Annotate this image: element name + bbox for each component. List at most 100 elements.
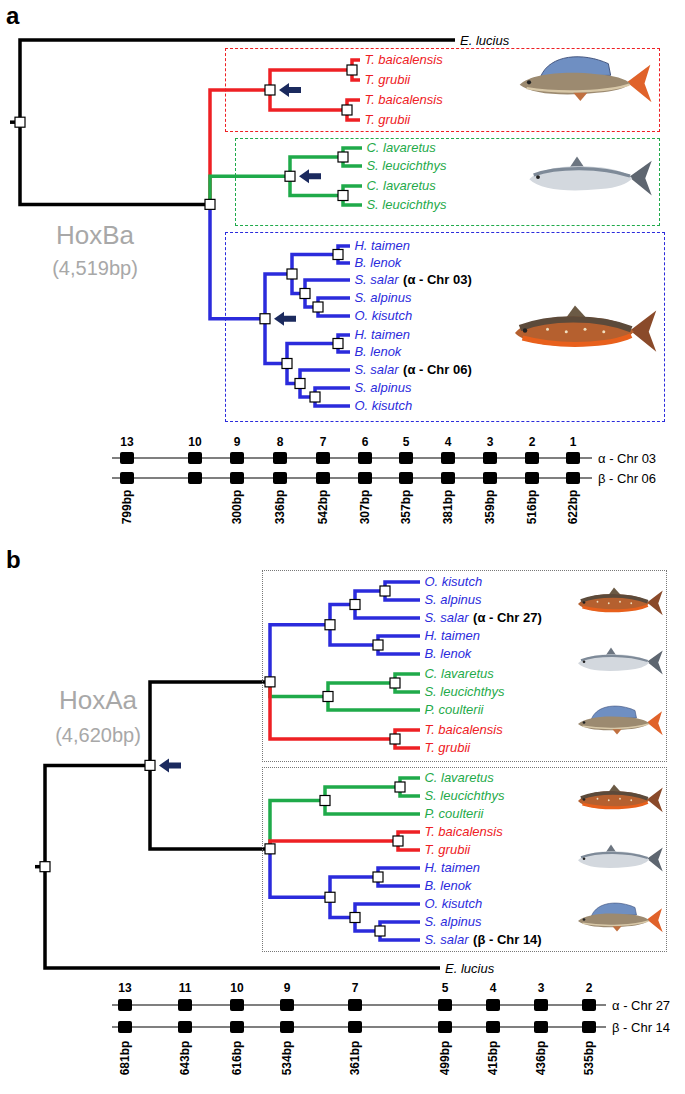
chromosome-label: (α - Chr 03) bbox=[403, 272, 472, 287]
node-square bbox=[145, 760, 155, 770]
gene-box bbox=[118, 999, 132, 1011]
tree-branch bbox=[150, 682, 270, 766]
species-label: C. lavaretus bbox=[366, 140, 435, 155]
species-label: S. alpinus bbox=[424, 592, 481, 607]
tree-branch bbox=[265, 274, 292, 319]
node-square bbox=[350, 600, 360, 610]
gene-box bbox=[566, 452, 580, 464]
gene-box bbox=[534, 999, 548, 1011]
gene-box bbox=[582, 1021, 596, 1033]
tree-branch bbox=[210, 90, 270, 204]
gene-length: 357bp bbox=[399, 490, 413, 525]
tree-branch bbox=[270, 841, 398, 849]
gene-length: 359bp bbox=[483, 490, 497, 525]
species-label: O. kisutch bbox=[424, 896, 482, 911]
gene-number: 2 bbox=[586, 981, 593, 995]
tree-branch bbox=[305, 280, 350, 294]
gene-box bbox=[316, 472, 330, 484]
node-square bbox=[338, 152, 348, 162]
gene-length: 542bp bbox=[316, 490, 330, 525]
clade-box: C. lavaretusS. leucichthysC. lavaretusS.… bbox=[235, 138, 660, 226]
species-label: H. taimen bbox=[354, 327, 410, 342]
tree-branch bbox=[210, 176, 290, 204]
gene-box bbox=[348, 1021, 362, 1033]
node-square bbox=[323, 692, 333, 702]
gene-box bbox=[399, 452, 413, 464]
species-label: P. coulterii bbox=[424, 702, 483, 717]
species-label: E. lucius bbox=[460, 33, 509, 48]
cluster-length: (4,620bp) bbox=[55, 724, 141, 747]
gene-number: 1 bbox=[570, 435, 577, 449]
node-square bbox=[265, 85, 275, 95]
tree-branch bbox=[355, 605, 420, 619]
chromosome-label: β - Chr 06 bbox=[598, 471, 656, 486]
node-square bbox=[282, 359, 292, 369]
gene-box bbox=[230, 452, 244, 464]
species-label: B. lenok bbox=[424, 646, 471, 661]
clade-box: O. kisutchS. alpinusS. salar(α - Chr 27)… bbox=[262, 570, 667, 762]
species-label: H. taimen bbox=[354, 238, 410, 253]
species-label: O. kisutch bbox=[354, 398, 412, 413]
node-square bbox=[310, 392, 320, 402]
tree-branch bbox=[325, 801, 420, 815]
node-square bbox=[265, 844, 275, 854]
chromosome-label: (β - Chr 14) bbox=[473, 932, 542, 947]
species-label: S. salar bbox=[354, 362, 398, 377]
tree-branch bbox=[378, 636, 420, 645]
gene-length: 643bp bbox=[178, 1041, 192, 1076]
gene-number: 7 bbox=[352, 981, 359, 995]
tree-branch bbox=[330, 625, 378, 645]
gene-maps bbox=[112, 452, 606, 1033]
node-square bbox=[325, 892, 335, 902]
gene-box bbox=[120, 472, 134, 484]
duplication-arrow bbox=[274, 312, 296, 326]
species-label: C. lavaretus bbox=[366, 178, 435, 193]
gene-number: 3 bbox=[538, 981, 545, 995]
gene-length: 622bp bbox=[566, 490, 580, 525]
gene-length: 300bp bbox=[230, 490, 244, 525]
gene-box bbox=[483, 472, 497, 484]
gene-box bbox=[230, 472, 244, 484]
gene-length: 336bp bbox=[273, 490, 287, 525]
gene-length: 535bp bbox=[582, 1041, 596, 1076]
gene-box bbox=[118, 1021, 132, 1033]
tree-branch bbox=[325, 787, 400, 801]
gene-number: 3 bbox=[487, 435, 494, 449]
gene-box bbox=[399, 472, 413, 484]
gene-box bbox=[178, 1021, 192, 1033]
tree-branch bbox=[380, 922, 420, 931]
node-square bbox=[395, 782, 405, 792]
species-label: C. lavaretus bbox=[424, 666, 493, 681]
species-label: S. leucichthys bbox=[366, 197, 446, 212]
gene-box bbox=[438, 1021, 452, 1033]
gene-number: 8 bbox=[277, 435, 284, 449]
node-square bbox=[300, 289, 310, 299]
node-square bbox=[15, 117, 25, 127]
gene-box bbox=[358, 452, 372, 464]
gene-length: 436bp bbox=[534, 1041, 548, 1076]
species-label: S. salar bbox=[424, 610, 468, 625]
char-fish bbox=[578, 785, 663, 813]
node-square bbox=[373, 872, 383, 882]
node-square bbox=[285, 171, 295, 181]
gene-box bbox=[188, 452, 202, 464]
node-square bbox=[40, 862, 50, 872]
species-label: H. taimen bbox=[424, 860, 480, 875]
node-square bbox=[333, 250, 343, 260]
gene-number: 5 bbox=[403, 435, 410, 449]
tree-branch bbox=[355, 904, 420, 918]
species-label: H. taimen bbox=[424, 628, 480, 643]
chromosome-label: α - Chr 27 bbox=[612, 998, 670, 1013]
gene-box bbox=[230, 999, 244, 1011]
gene-box bbox=[280, 1021, 294, 1033]
cluster-name: HoxAa bbox=[59, 685, 137, 716]
node-square bbox=[347, 65, 357, 75]
node-square bbox=[342, 105, 352, 115]
panel-letter: a bbox=[6, 2, 19, 30]
gene-box bbox=[188, 472, 202, 484]
species-label: T. baicalensis bbox=[364, 52, 442, 67]
tree-branches bbox=[10, 40, 455, 968]
cluster-length: (4,519bp) bbox=[52, 257, 138, 280]
node-square bbox=[313, 302, 323, 312]
gene-length: 307bp bbox=[358, 490, 372, 525]
